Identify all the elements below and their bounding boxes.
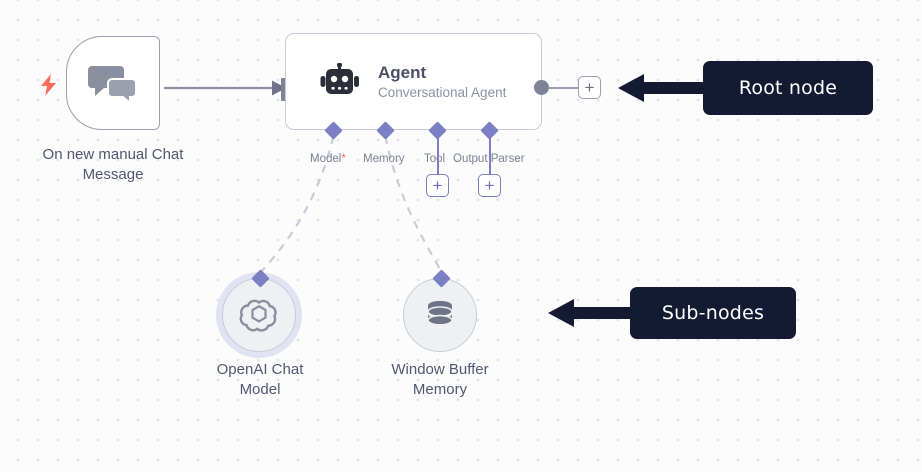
node-on-new-manual-chat-message[interactable] <box>66 36 160 130</box>
required-asterisk-icon: * <box>341 153 346 165</box>
agent-main-output-port[interactable] <box>534 80 549 95</box>
annotation-arrow-sub-nodes-icon <box>548 299 638 327</box>
tool-port-stem <box>436 131 439 176</box>
agent-node-subtitle: Conversational Agent <box>378 84 507 100</box>
output-parser-port-stem <box>488 131 491 176</box>
add-node-button-main[interactable]: + <box>578 76 601 99</box>
node-label-window-buffer-memory: Window Buffer Memory <box>391 361 489 398</box>
agent-port-label-model: Model* <box>310 152 346 166</box>
database-stack-icon <box>427 300 453 326</box>
annotation-arrow-root-node-icon <box>618 74 710 102</box>
chat-bubbles-icon <box>88 66 137 104</box>
node-agent[interactable]: Agent Conversational Agent <box>285 33 542 130</box>
agent-port-label-output-parser: Output Parser <box>453 153 525 165</box>
agent-port-label-tool: Tool <box>424 153 446 165</box>
main-connection-layer <box>164 80 286 96</box>
robot-icon <box>320 62 359 94</box>
agent-output-stub <box>548 86 579 89</box>
lightning-bolt-icon <box>41 74 56 96</box>
node-label-openai-chat-model: OpenAI Chat Model <box>216 361 304 398</box>
openai-logo-icon <box>239 299 277 332</box>
add-node-button-output-parser[interactable]: + <box>478 174 501 197</box>
agent-port-label-memory: Memory <box>363 153 405 165</box>
node-window-buffer-memory[interactable] <box>403 278 477 352</box>
add-node-button-tool[interactable]: + <box>426 174 449 197</box>
node-label-trigger: On new manual Chat Message <box>42 146 184 183</box>
agent-node-title: Agent <box>378 62 427 82</box>
port-label-text-model: Model <box>310 153 342 165</box>
node-openai-chat-model[interactable] <box>222 278 296 352</box>
annotation-root-node: Root node <box>703 61 873 115</box>
annotation-sub-nodes: Sub-nodes <box>630 287 796 339</box>
